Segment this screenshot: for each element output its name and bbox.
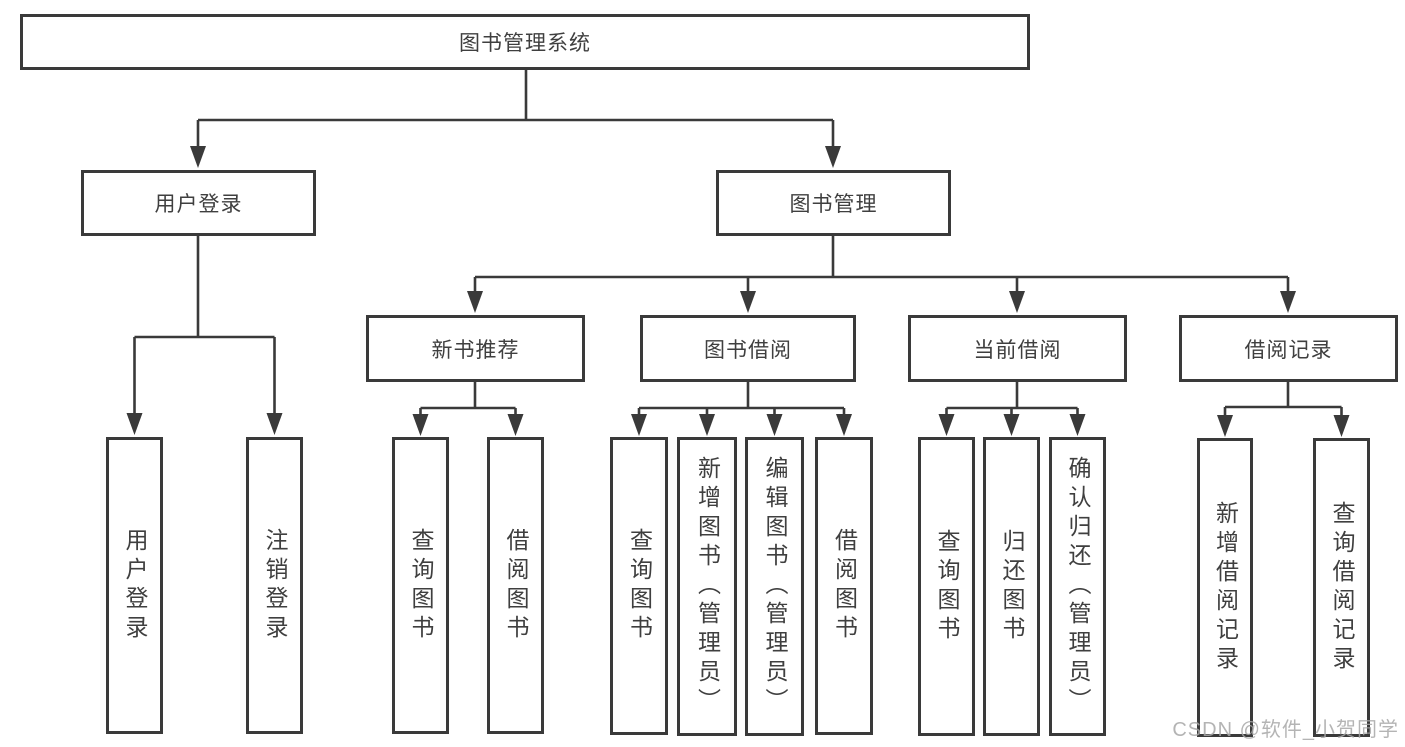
node-user-login: 用户登录 — [81, 170, 316, 236]
connector-line — [419, 382, 517, 416]
connector-book-management-to-level2 — [467, 236, 1296, 313]
arrow-down-icon — [1217, 415, 1233, 437]
arrow-down-icon — [1009, 291, 1025, 313]
leaf-logout-label: 注销登录 — [262, 527, 288, 644]
arrow-down-icon — [699, 414, 715, 436]
leaf-logout: 注销登录 — [246, 437, 303, 734]
arrow-down-icon — [412, 414, 429, 436]
node-current-borrowing-label: 当前借阅 — [973, 338, 1062, 362]
node-current-borrowing: 当前借阅 — [908, 315, 1127, 382]
connector-line — [945, 382, 1079, 416]
node-borrowing-records-label: 借阅记录 — [1244, 338, 1333, 362]
connector-line — [473, 236, 1290, 293]
node-library-system-label: 图书管理系统 — [459, 32, 591, 55]
connector-root-to-level1 — [190, 70, 841, 168]
leaf-nb-query-books: 查询图书 — [392, 437, 449, 734]
connector-line — [637, 382, 846, 416]
leaf-bb-query-books: 查询图书 — [610, 437, 668, 735]
leaf-cb-return-books: 归还图书 — [983, 437, 1040, 736]
leaf-bb-query-books-label: 查询图书 — [626, 528, 653, 644]
arrow-down-icon — [938, 414, 955, 436]
leaf-user-login: 用户登录 — [106, 437, 163, 734]
leaf-bb-edit-books-admin: 编辑图书（管理员） — [745, 437, 804, 736]
leaf-cb-query-books-label: 查询图书 — [934, 528, 960, 645]
arrow-down-icon — [126, 413, 143, 435]
leaf-br-add-record-label: 新增借阅记录 — [1212, 500, 1239, 675]
arrow-down-icon — [507, 414, 524, 436]
leaf-nb-query-books-label: 查询图书 — [408, 527, 434, 644]
csdn-watermark: CSDN @软件_小贺同学 — [1172, 719, 1399, 741]
node-borrowing-records: 借阅记录 — [1179, 315, 1398, 382]
connector-line — [1223, 382, 1343, 417]
leaf-cb-confirm-return-admin: 确认归还（管理员） — [1049, 437, 1106, 736]
arrow-down-icon — [825, 146, 841, 168]
arrow-down-icon — [1003, 414, 1020, 436]
arrow-down-icon — [1333, 415, 1350, 437]
leaf-cb-return-books-label: 归还图书 — [999, 528, 1025, 645]
connector-line — [133, 236, 276, 415]
connector-current-borrowing-to-leaves — [938, 382, 1086, 436]
connector-book-borrowing-to-leaves — [631, 382, 852, 436]
leaf-bb-add-books-admin-label: 新增图书（管理员） — [694, 456, 721, 717]
node-library-system: 图书管理系统 — [20, 14, 1030, 70]
connector-line — [196, 70, 835, 148]
node-book-borrowing: 图书借阅 — [640, 315, 856, 382]
node-new-book-recommendation: 新书推荐 — [366, 315, 585, 382]
leaf-bb-borrow-books: 借阅图书 — [815, 437, 873, 735]
arrow-down-icon — [766, 414, 783, 436]
node-user-login-label: 用户登录 — [154, 193, 243, 216]
leaf-cb-confirm-return-admin-label: 确认归还（管理员） — [1065, 456, 1091, 717]
leaf-cb-query-books: 查询图书 — [918, 437, 975, 736]
arrow-down-icon — [266, 413, 283, 435]
node-new-book-recommendation-label: 新书推荐 — [431, 338, 520, 362]
arrow-down-icon — [467, 291, 483, 313]
leaf-nb-borrow-books: 借阅图书 — [487, 437, 544, 734]
arrow-down-icon — [190, 146, 206, 168]
node-book-borrowing-label: 图书借阅 — [704, 338, 792, 362]
leaf-bb-borrow-books-label: 借阅图书 — [831, 528, 858, 644]
connector-new-book-to-leaves — [412, 382, 524, 436]
arrow-down-icon — [631, 414, 647, 436]
node-book-management-label: 图书管理 — [789, 193, 878, 216]
arrow-down-icon — [740, 291, 756, 313]
leaf-bb-add-books-admin: 新增图书（管理员） — [677, 437, 737, 736]
arrow-down-icon — [1280, 291, 1296, 313]
leaf-br-add-record: 新增借阅记录 — [1197, 438, 1253, 737]
leaf-user-login-label: 用户登录 — [122, 527, 148, 644]
connector-user-login-to-leaves — [126, 236, 283, 435]
connector-borrowing-records-to-leaves — [1217, 382, 1350, 437]
arrow-down-icon — [1069, 414, 1086, 436]
leaf-bb-edit-books-admin-label: 编辑图书（管理员） — [762, 456, 788, 717]
arrow-down-icon — [836, 414, 852, 436]
leaf-br-query-record-label: 查询借阅记录 — [1329, 500, 1355, 675]
leaf-br-query-record: 查询借阅记录 — [1313, 438, 1370, 737]
node-book-management: 图书管理 — [716, 170, 951, 236]
leaf-nb-borrow-books-label: 借阅图书 — [503, 527, 529, 644]
